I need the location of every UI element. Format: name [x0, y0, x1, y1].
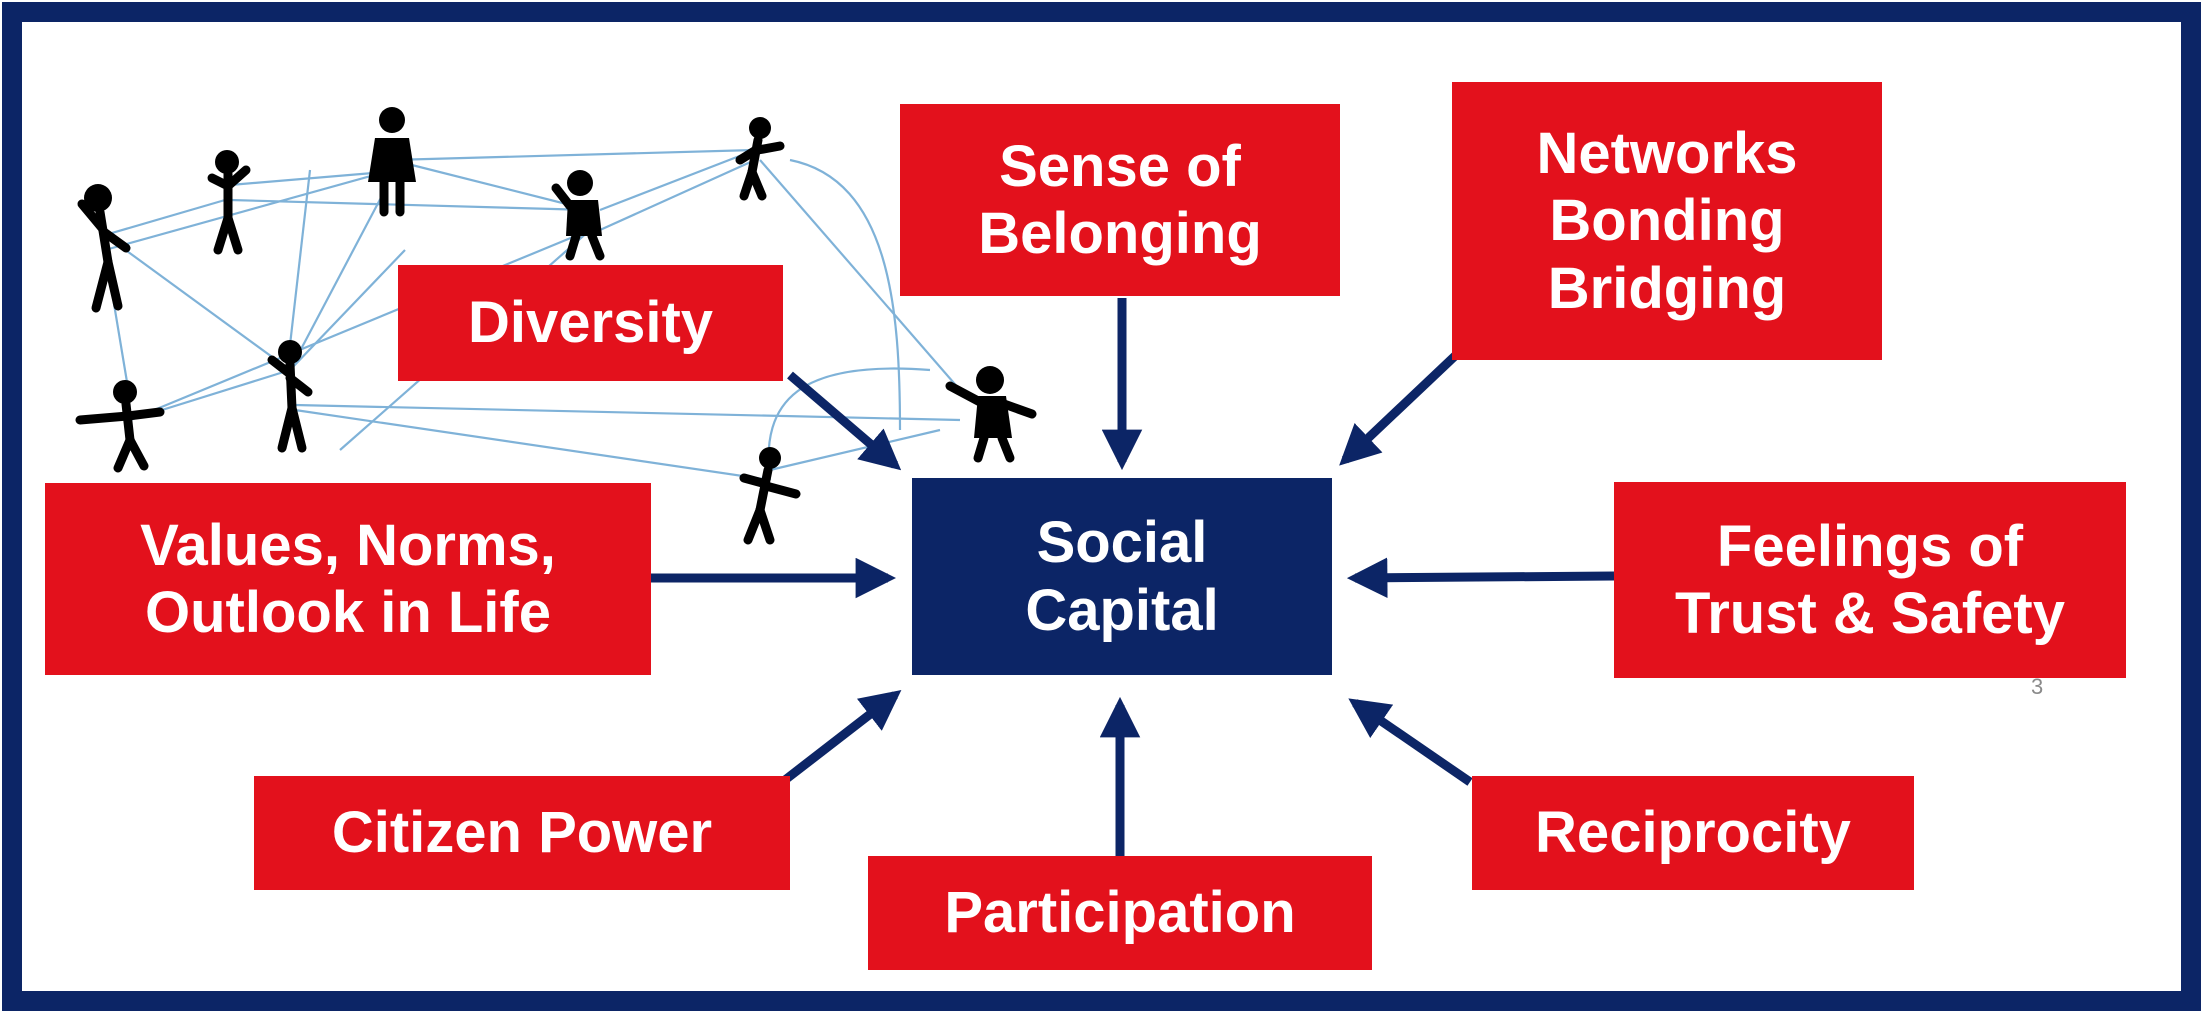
- arrow-networks: [1339, 351, 1460, 466]
- networks-box: Networks Bonding Bridging: [1452, 82, 1882, 360]
- participation-box: Participation: [868, 856, 1372, 970]
- arrow-trust: [1346, 557, 1615, 598]
- social-capital-box: Social Capital: [912, 478, 1332, 675]
- arrows: [650, 298, 1615, 862]
- stick-figure-icon: [75, 107, 1037, 545]
- arrow-diversity: [787, 371, 902, 471]
- values-box: Values, Norms, Outlook in Life: [45, 483, 651, 675]
- citizen-power-box: Citizen Power: [254, 776, 790, 890]
- sense-of-belonging-box: Sense of Belonging: [900, 104, 1340, 296]
- trust-box: Feelings of Trust & Safety: [1614, 482, 2126, 678]
- arrow-citizen: [782, 690, 902, 784]
- arrow-reciprocity: [1348, 698, 1473, 786]
- page-number: 3: [2031, 674, 2044, 699]
- reciprocity-box: Reciprocity: [1472, 776, 1914, 890]
- diversity-box: Diversity: [398, 265, 783, 381]
